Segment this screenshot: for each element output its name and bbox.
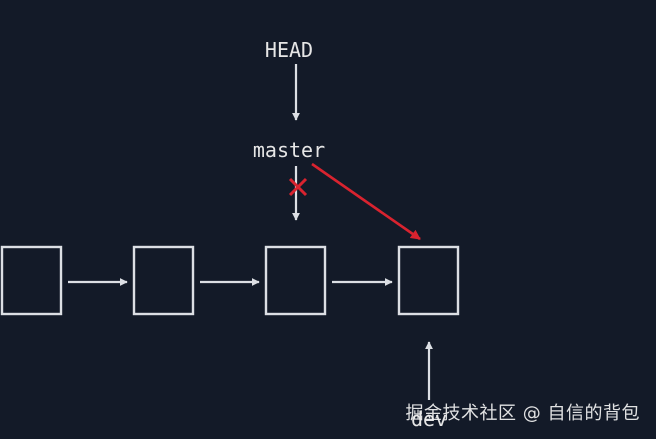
branch-label: master [253, 138, 325, 162]
cross-mark-icon [288, 177, 308, 197]
bottom-branch-label: dev [411, 407, 447, 431]
commit-node-2 [132, 245, 195, 316]
new-branch-pointer-arrow [311, 162, 421, 241]
commit-node-1 [0, 245, 63, 316]
commit-node-3 [264, 245, 327, 316]
commit-node-4 [397, 245, 460, 316]
head-label: HEAD [265, 38, 313, 62]
watermark-text: 掘金技术社区 @ 自信的背包 [405, 403, 640, 424]
